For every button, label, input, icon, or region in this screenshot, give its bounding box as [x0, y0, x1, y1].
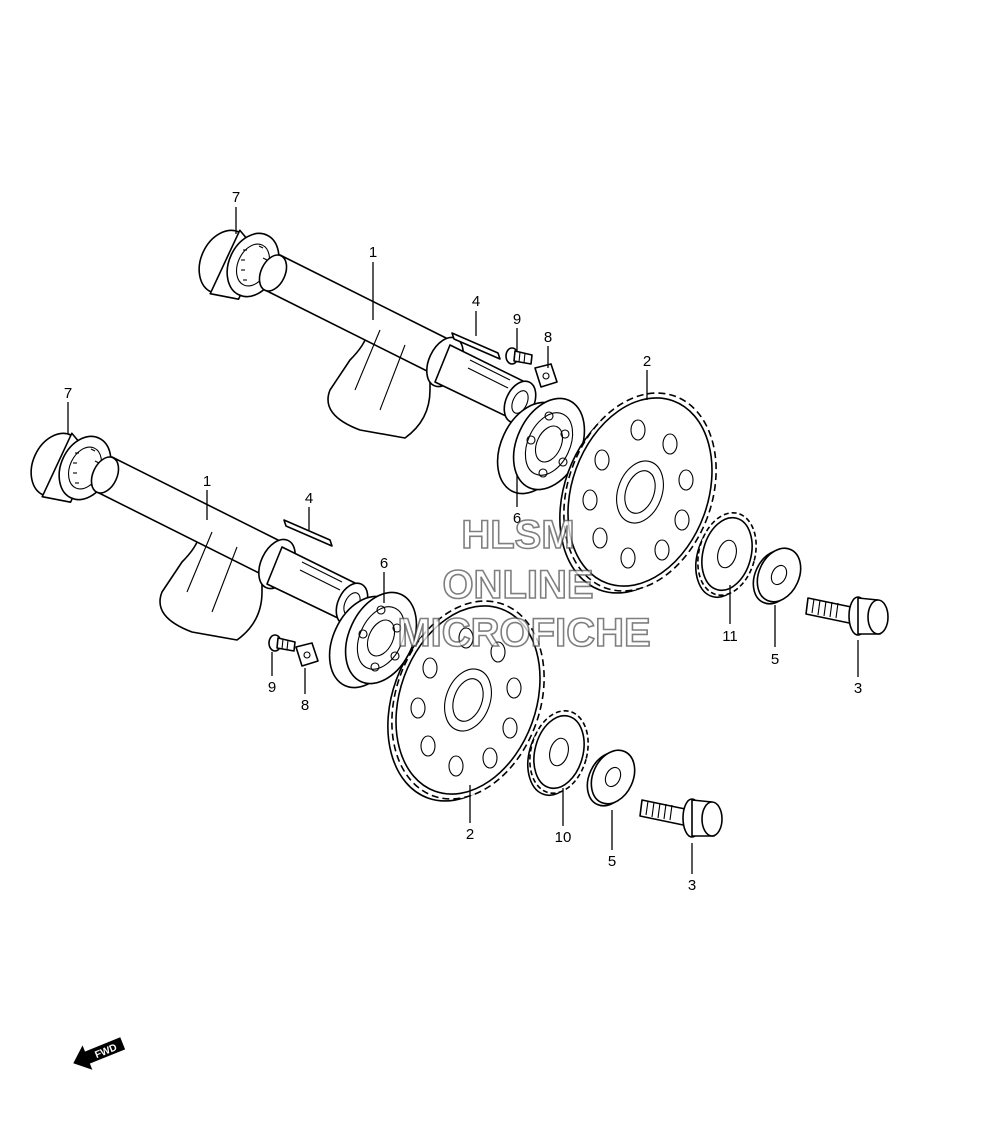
upper-plate	[534, 363, 558, 388]
callout-lower-bearing: 6	[380, 555, 388, 572]
watermark: HLSM ONLINE MICROFICHE	[397, 512, 652, 656]
callout-upper-bearing: 6	[513, 510, 521, 527]
lower-plate	[295, 642, 319, 667]
lower-bolt	[639, 798, 723, 838]
callout-upper-gear: 2	[643, 353, 651, 370]
callout-numbers: 7 1 4 9 8 2 6 11 5 3 7 1 4 6 9 8 2 10 5 …	[64, 189, 862, 894]
callout-lower-needle-bearing: 7	[64, 385, 72, 402]
lower-screw	[268, 634, 296, 652]
callout-lower-gear: 2	[466, 826, 474, 843]
callout-upper-small-gear: 11	[722, 628, 738, 645]
watermark-line-1: HLSM	[461, 513, 574, 557]
callout-upper-key: 4	[472, 293, 480, 310]
watermark-line-3: MICROFICHE	[397, 611, 650, 655]
fwd-arrow-icon: FWD	[73, 1037, 126, 1070]
watermark-line-2: ONLINE	[442, 563, 593, 607]
callout-lower-plate: 8	[301, 697, 309, 714]
lower-washer	[578, 742, 644, 814]
callout-lower-bolt: 3	[688, 877, 696, 894]
callout-lower-key: 4	[305, 490, 313, 507]
callout-upper-shaft: 1	[369, 244, 377, 261]
upper-screw	[505, 347, 533, 365]
callout-upper-washer: 5	[771, 651, 779, 668]
upper-balancer-shaft	[253, 249, 543, 439]
callout-upper-screw: 9	[513, 311, 521, 328]
upper-bolt	[805, 596, 889, 636]
callout-lower-shaft: 1	[203, 473, 211, 490]
callout-lower-small-gear: 10	[555, 829, 572, 846]
fwd-label: FWD	[93, 1042, 118, 1061]
callout-upper-plate: 8	[544, 329, 552, 346]
callout-upper-bolt: 3	[854, 680, 862, 697]
callout-upper-needle-bearing: 7	[232, 189, 240, 206]
lower-balancer-shaft	[85, 451, 375, 641]
callout-lower-screw: 9	[268, 679, 276, 696]
leader-lines	[67, 207, 859, 874]
callout-lower-washer: 5	[608, 853, 616, 870]
